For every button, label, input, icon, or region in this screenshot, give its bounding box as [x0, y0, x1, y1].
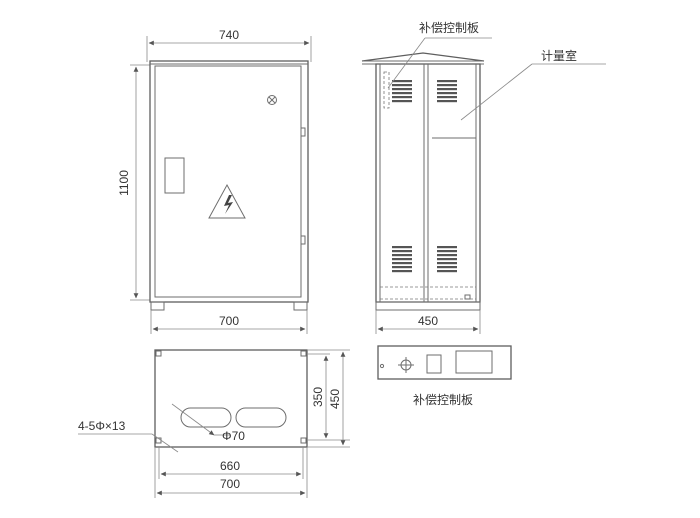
- bottom-depth-inner-dimension: 350: [307, 353, 350, 441]
- compensation-panel-caption: 补偿控制板: [413, 392, 473, 407]
- side-roof: [361, 52, 485, 62]
- callout-compensation-label: 补偿控制板: [419, 20, 479, 35]
- side-vent-top-left: [392, 80, 412, 103]
- bottom-depth-outer-label: 450: [328, 389, 342, 409]
- front-cabinet-body: [149, 60, 309, 303]
- front-height-dimension: 1100: [117, 64, 150, 301]
- side-cabinet-base: [375, 301, 481, 311]
- side-vent-bottom-right: [437, 246, 457, 273]
- mounting-holes: [155, 350, 307, 444]
- front-meter-window: [164, 157, 185, 194]
- front-foot-left: [150, 301, 165, 311]
- bottom-width-inner-label: 660: [220, 459, 240, 473]
- base-plate-outline: [154, 349, 308, 448]
- callout-compensation-board: 补偿控制板: [387, 20, 492, 89]
- hole-spec-label: 4-5Φ×13: [78, 419, 126, 433]
- bottom-width-outer-label: 700: [220, 477, 240, 491]
- cable-hole-leader: Φ70: [171, 403, 245, 443]
- side-vent-bottom-left: [392, 246, 412, 273]
- hole-spec-leader: 4-5Φ×13: [78, 419, 179, 453]
- side-view: 补偿控制板 计量室 450: [361, 20, 606, 334]
- cable-hole-label: Φ70: [222, 429, 245, 443]
- panel-indicator-window: [426, 354, 442, 374]
- bottom-width-outer-dimension: 700: [154, 447, 308, 498]
- callout-metering-label: 计量室: [541, 48, 577, 63]
- front-width-bottom-label: 700: [219, 314, 239, 328]
- panel-knob-icon: [398, 357, 414, 373]
- front-bottom-width-dimension: 700: [150, 310, 308, 334]
- bottom-view: Φ70 4-5Φ×13 350 450 660: [78, 349, 350, 498]
- bottom-width-inner-dimension: 660: [158, 447, 304, 479]
- door-hinge-bottom: [300, 235, 306, 245]
- door-lock-icon: [267, 95, 277, 105]
- front-height-label: 1100: [117, 170, 131, 196]
- compensation-panel-outline: [377, 345, 512, 380]
- bottom-depth-inner-label: 350: [311, 387, 325, 407]
- compensation-board-outline: [383, 71, 390, 109]
- cable-hole-right: [235, 407, 287, 428]
- front-top-width-dimension: 740: [146, 28, 312, 62]
- high-voltage-warning-icon: [208, 183, 246, 219]
- side-vent-top-right: [437, 80, 457, 103]
- front-cabinet-door: [154, 65, 302, 298]
- bottom-depth-outer-dimension: 450: [307, 349, 350, 448]
- front-width-top-label: 740: [219, 28, 239, 42]
- side-depth-dimension: 450: [375, 310, 481, 334]
- front-foot-right: [293, 301, 308, 311]
- door-hinge-top: [300, 127, 306, 137]
- side-depth-label: 450: [418, 314, 438, 328]
- compensation-panel-view: 补偿控制板: [377, 345, 512, 407]
- callout-metering-room: 计量室: [460, 48, 606, 121]
- panel-display-window: [455, 350, 493, 374]
- cable-hole-left: [180, 407, 232, 428]
- front-view: 740 1100: [117, 28, 312, 334]
